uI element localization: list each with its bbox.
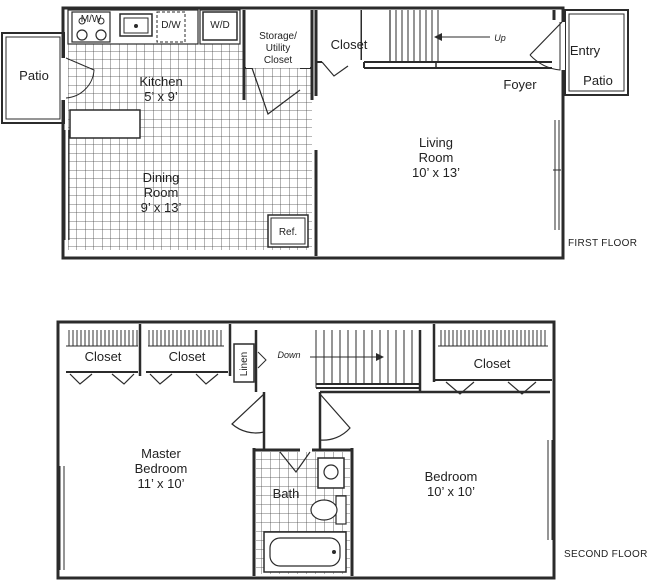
refrigerator xyxy=(267,214,309,248)
living-label-1: Living xyxy=(419,135,453,150)
bath-label: Bath xyxy=(273,486,300,501)
microwave-range xyxy=(71,11,111,43)
dw-label: D/W xyxy=(161,20,181,31)
patio-right-area xyxy=(564,9,629,96)
stairs-up-label: Up xyxy=(494,33,506,43)
entry-label: Entry xyxy=(570,43,601,58)
first-floor-plan: Patio Kitchen 5’ x 9’ Dining Room 9’ x 1… xyxy=(1,6,637,260)
master-label-1: Master xyxy=(141,446,181,461)
master-size: 11’ x 10’ xyxy=(138,476,185,491)
master-label-2: Bedroom xyxy=(135,461,188,476)
dining-label-2: Room xyxy=(144,185,179,200)
patio-right-label: Patio xyxy=(583,73,613,88)
mw-label: M/W xyxy=(81,14,102,25)
bedroom-size: 10’ x 10’ xyxy=(427,484,475,499)
storage-label-1: Storage/ xyxy=(259,31,297,42)
closet-2-label: Closet xyxy=(169,349,206,364)
living-label-2: Room xyxy=(419,150,454,165)
foyer-label: Foyer xyxy=(503,77,537,92)
patio-left-area xyxy=(1,32,65,124)
dishwasher xyxy=(156,11,186,43)
storage-label-3: Closet xyxy=(264,55,293,66)
bedroom-label: Bedroom xyxy=(425,469,478,484)
kitchen-size: 5’ x 9’ xyxy=(144,89,178,104)
stairs-first-floor xyxy=(362,10,552,68)
second-floor-label: SECOND FLOOR xyxy=(564,549,648,560)
first-floor-label: FIRST FLOOR xyxy=(568,238,637,249)
dining-size: 9’ x 13’ xyxy=(141,200,182,215)
storage-label-2: Utility xyxy=(266,43,290,54)
kitchen-label: Kitchen xyxy=(139,74,182,89)
living-size: 10’ x 13’ xyxy=(412,165,460,180)
kitchen-island xyxy=(69,109,141,139)
second-floor-plan: Closet Closet Linen Down Closet Master B… xyxy=(56,320,648,580)
closet-3-label: Closet xyxy=(474,356,511,371)
wd-label: W/D xyxy=(210,20,229,31)
closet-label: Closet xyxy=(331,37,368,52)
dining-label-1: Dining xyxy=(143,170,180,185)
stairs-second-floor xyxy=(316,330,416,390)
closet-1-area xyxy=(66,330,138,346)
vanity-sink xyxy=(317,457,345,489)
stairs-down-label: Down xyxy=(277,350,300,360)
closet-2-area xyxy=(148,330,224,346)
ref-label: Ref. xyxy=(279,227,297,238)
patio-left-label: Patio xyxy=(19,68,49,83)
linen-label: Linen xyxy=(239,352,250,376)
washer-dryer xyxy=(202,11,238,41)
closet-1-label: Closet xyxy=(85,349,122,364)
closet-3-area xyxy=(438,330,548,346)
